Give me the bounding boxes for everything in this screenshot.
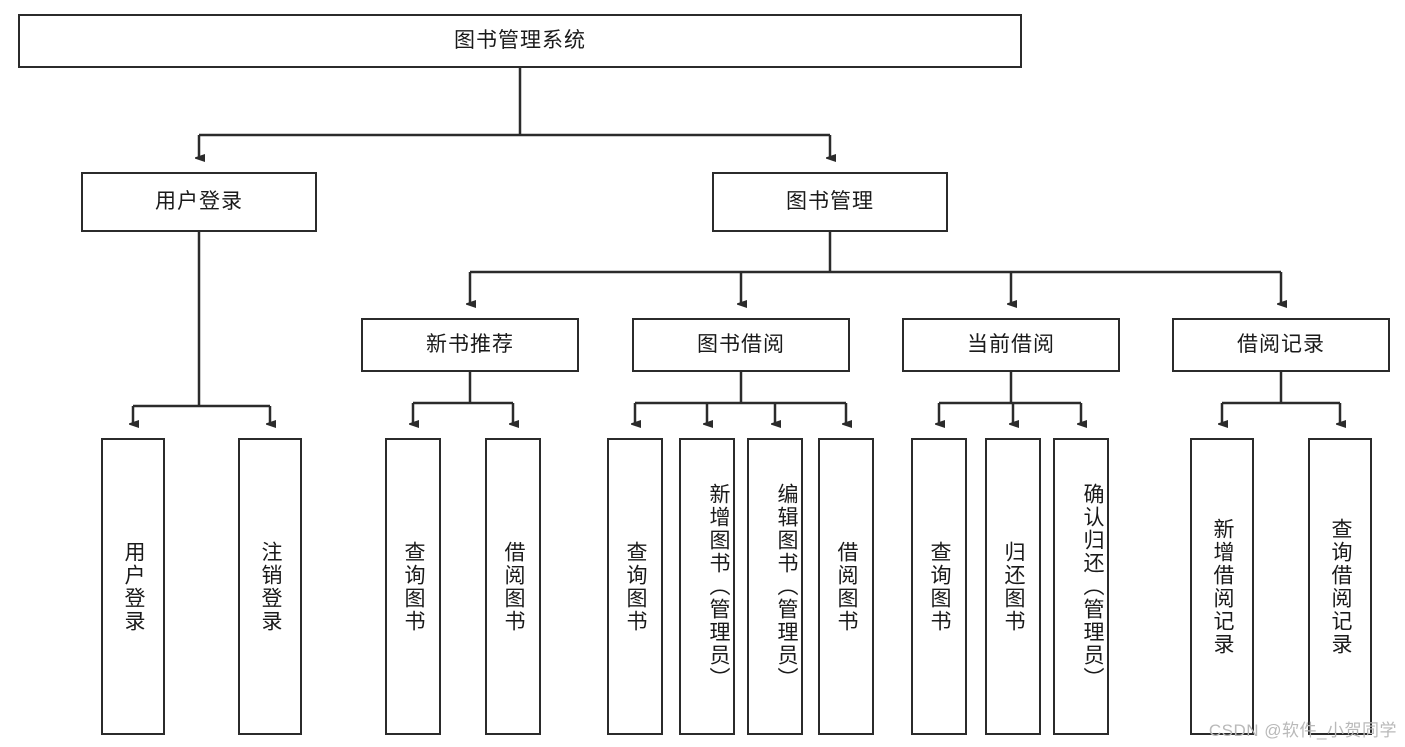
node-current-borrow[interactable]: 当前借阅 bbox=[902, 318, 1120, 372]
node-label: 图书借阅 bbox=[697, 333, 785, 357]
leaf-borrow-book[interactable]: 借阅图书 bbox=[818, 438, 874, 735]
leaf-borrow-book-recommend[interactable]: 借阅图书 bbox=[485, 438, 541, 735]
node-label: 图书管理 bbox=[786, 190, 874, 214]
node-label: 归还图书 bbox=[1002, 540, 1025, 633]
node-label: 新增借阅记录 bbox=[1211, 517, 1234, 656]
leaf-add-book-admin[interactable]: 新增图书（管理员） bbox=[679, 438, 735, 735]
leaf-edit-book-admin[interactable]: 编辑图书（管理员） bbox=[747, 438, 803, 735]
node-root[interactable]: 图书管理系统 bbox=[18, 14, 1022, 68]
watermark-text: CSDN @软件_小贺同学 bbox=[1208, 721, 1397, 740]
node-label: 借阅图书 bbox=[835, 540, 858, 633]
leaf-query-book-recommend[interactable]: 查询图书 bbox=[385, 438, 441, 735]
leaf-add-borrow-record[interactable]: 新增借阅记录 bbox=[1190, 438, 1254, 735]
node-book-manage[interactable]: 图书管理 bbox=[712, 172, 948, 232]
leaf-confirm-return-admin[interactable]: 确认归还（管理员） bbox=[1053, 438, 1109, 735]
node-label: 借阅图书 bbox=[502, 540, 525, 633]
node-label: 借阅记录 bbox=[1237, 333, 1325, 357]
leaf-query-borrow-record[interactable]: 查询借阅记录 bbox=[1308, 438, 1372, 735]
node-new-book-recommend[interactable]: 新书推荐 bbox=[361, 318, 579, 372]
node-label: 新增图书（管理员） bbox=[707, 483, 730, 690]
node-user-login[interactable]: 用户登录 bbox=[81, 172, 317, 232]
node-label: 新书推荐 bbox=[426, 333, 514, 357]
node-borrow-record[interactable]: 借阅记录 bbox=[1172, 318, 1390, 372]
node-label: 查询图书 bbox=[402, 540, 425, 633]
leaf-user-login[interactable]: 用户登录 bbox=[101, 438, 165, 735]
node-label: 查询图书 bbox=[624, 540, 647, 633]
node-label: 注销登录 bbox=[259, 540, 282, 633]
node-label: 编辑图书（管理员） bbox=[775, 483, 798, 690]
node-label: 图书管理系统 bbox=[454, 29, 586, 53]
node-label: 用户登录 bbox=[122, 540, 145, 633]
node-label: 查询借阅记录 bbox=[1329, 517, 1352, 656]
leaf-logout[interactable]: 注销登录 bbox=[238, 438, 302, 735]
node-label: 查询图书 bbox=[928, 540, 951, 633]
leaf-query-book-current[interactable]: 查询图书 bbox=[911, 438, 967, 735]
node-label: 用户登录 bbox=[155, 190, 243, 214]
node-label: 当前借阅 bbox=[967, 333, 1055, 357]
node-label: 确认归还（管理员） bbox=[1081, 483, 1104, 690]
leaf-query-book-borrow[interactable]: 查询图书 bbox=[607, 438, 663, 735]
leaf-return-book[interactable]: 归还图书 bbox=[985, 438, 1041, 735]
node-book-borrow[interactable]: 图书借阅 bbox=[632, 318, 850, 372]
